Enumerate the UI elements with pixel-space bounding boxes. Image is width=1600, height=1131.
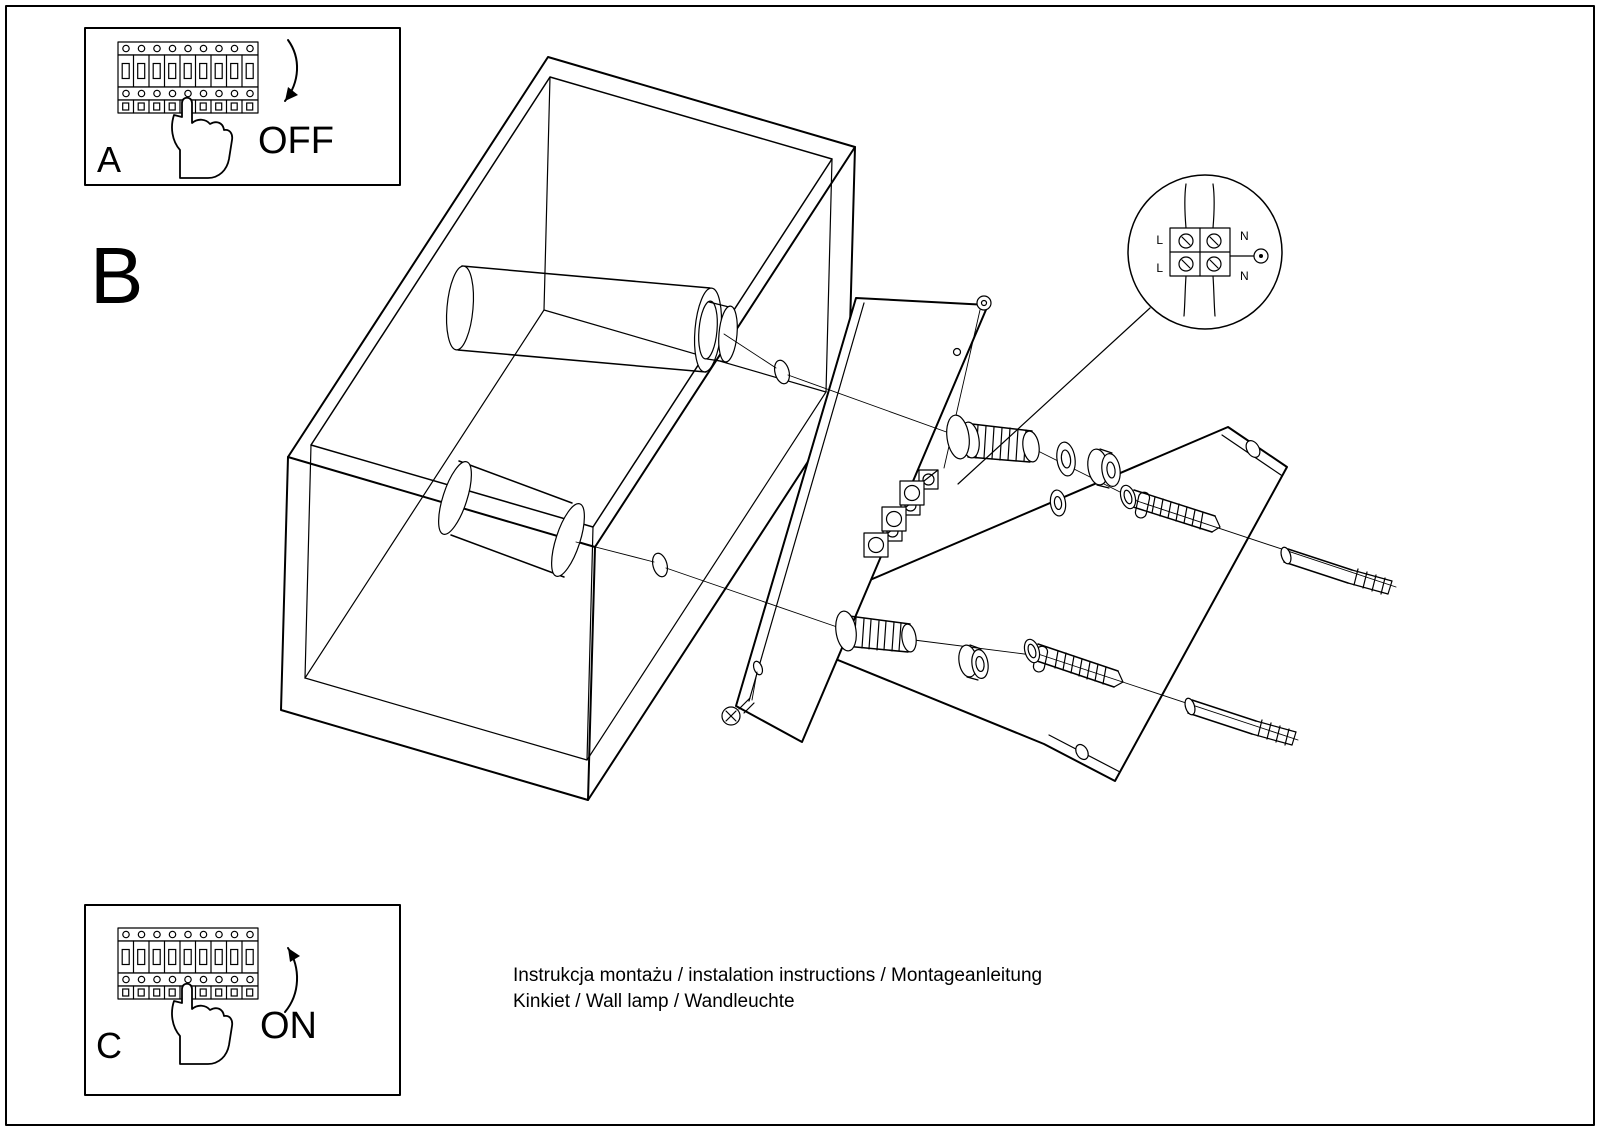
detail-leader-line [957,307,1151,485]
wall-anchor-1 [1280,546,1393,595]
page-border [5,5,1595,1126]
earth-terminal-icon [1229,248,1269,264]
housing-hole-lower [651,552,669,578]
flip-up-arrow-icon [284,947,300,1013]
cable-gland-lower [835,610,917,653]
terminal-block [863,469,939,558]
cable-gland-upper [946,414,1040,463]
step-c-label: C [96,1025,122,1066]
bracket-hole-top [1245,440,1261,458]
step-a-panel: A OFF [84,27,401,186]
footer-line2: Kinkiet / Wall lamp / Wandleuchte [513,991,795,1012]
locknut-upper [1087,448,1121,489]
step-c-panel: C ON [84,904,401,1096]
label-line-top: L [1156,233,1163,247]
bracket-hole-bottom [1075,743,1089,761]
panel-screw [721,671,758,726]
footer-line1: Instrukcja montażu / instalation instruc… [513,965,1042,986]
label-line-bottom: L [1156,261,1163,275]
detail-circle [1127,174,1283,330]
step-a-label: A [97,139,121,180]
washer-small [1049,489,1067,517]
step-b-label: B [90,231,143,320]
detail-terminal-strip [1169,227,1231,277]
panel-screw-hole [752,660,764,676]
panel-post [976,295,992,311]
wires [1183,183,1216,317]
wiring-detail: L N L N [957,174,1283,485]
locknut-lower [958,644,989,681]
housing-hole-upper [773,359,791,385]
lamp-socket-tube-lower [438,460,585,578]
lamp-socket-tube-upper [445,265,738,373]
wall-anchor-2 [1184,697,1297,746]
mounting-screw-1 [1119,484,1221,533]
washer-upper [1056,441,1076,477]
flip-down-arrow-icon [284,39,299,102]
footer: Instrukcja montażu / instalation instruc… [513,965,1042,1012]
mounting-screw-2 [1023,638,1124,688]
locknut-set-upper [1049,441,1121,517]
on-label: ON [260,1005,317,1047]
off-label: OFF [258,120,334,162]
label-neutral-top: N [1240,229,1249,243]
back-panel [721,295,992,743]
label-neutral-bottom: N [1240,269,1249,283]
